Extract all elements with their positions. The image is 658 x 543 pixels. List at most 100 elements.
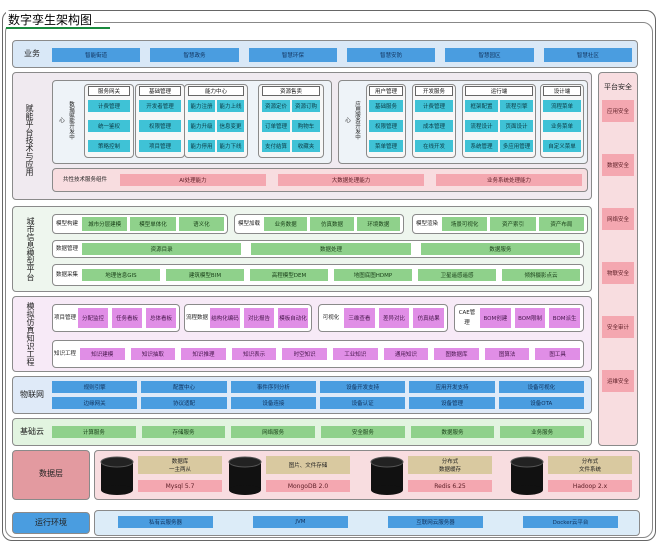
- city-row2-item[interactable]: 数据服务: [420, 243, 580, 255]
- runtime-item[interactable]: Docker云平台: [523, 516, 618, 528]
- group-item[interactable]: 能力升级: [188, 120, 215, 132]
- sim-row1-item[interactable]: 分配监控: [78, 308, 108, 328]
- group-item[interactable]: 权限管理: [369, 120, 403, 132]
- group-item[interactable]: 订单管理: [262, 120, 290, 132]
- sim-row1-item[interactable]: BOM派生: [549, 308, 580, 328]
- sim-row2-item[interactable]: 图数据库: [434, 348, 479, 360]
- sim-row1-item[interactable]: 仿真结果: [413, 308, 444, 328]
- group-item[interactable]: 权限管理: [139, 120, 181, 132]
- group-item[interactable]: 策略控制: [88, 140, 130, 152]
- city-row1-item[interactable]: 场景可视化: [442, 217, 488, 231]
- sim-row1-item[interactable]: BOM创建: [480, 308, 511, 328]
- city-row1-item[interactable]: 资产索引: [490, 217, 536, 231]
- sim-row2-item[interactable]: 图算法: [484, 348, 530, 360]
- sim-row2-item[interactable]: 工业知识: [333, 348, 378, 360]
- city-row3-item[interactable]: 倾斜摄影点云: [502, 269, 580, 281]
- runtime-item[interactable]: 互联网云服务器: [388, 516, 483, 528]
- common-item[interactable]: AI处理能力: [120, 174, 266, 186]
- sim-row1-item[interactable]: 模板自动化: [278, 308, 308, 328]
- city-row1-item[interactable]: 模型单体化: [130, 217, 176, 231]
- cloud-item[interactable]: 安全服务: [321, 426, 405, 438]
- group-item[interactable]: 信息变更: [217, 120, 244, 132]
- group-item[interactable]: 项目管理: [139, 140, 181, 152]
- group-item[interactable]: 自定义菜单: [543, 140, 581, 152]
- group-item[interactable]: 在线开发: [415, 140, 453, 152]
- city-row1-item[interactable]: 环境数据: [356, 217, 400, 231]
- cloud-item[interactable]: 数据服务: [410, 426, 495, 438]
- iot-row1-item[interactable]: 事件序列分析: [230, 381, 316, 393]
- group-item[interactable]: 资源订购: [292, 100, 320, 112]
- sim-row2-item[interactable]: 知识表示: [231, 348, 277, 360]
- group-item[interactable]: 框架配置: [465, 100, 498, 112]
- city-row3-item[interactable]: 高程模型DEM: [250, 269, 328, 281]
- city-row3-item[interactable]: 地理信息GIS: [82, 269, 160, 281]
- business-item[interactable]: 智慧政务: [150, 48, 239, 62]
- group-item[interactable]: 支付结算: [262, 140, 290, 152]
- group-item[interactable]: 页面设计: [500, 120, 533, 132]
- sim-row1-item[interactable]: 任务看板: [112, 308, 142, 328]
- iot-row1-item[interactable]: 配置中心: [141, 381, 227, 393]
- group-item[interactable]: 流程设计: [465, 120, 498, 132]
- sim-row2-item[interactable]: 知识抽取: [130, 348, 176, 360]
- group-item[interactable]: 流程菜单: [543, 100, 581, 112]
- iot-row2-item[interactable]: 设备认证: [320, 397, 406, 409]
- datalayer-name[interactable]: MongoDB 2.0: [266, 480, 350, 492]
- group-item[interactable]: 购物车: [292, 120, 320, 132]
- sim-row1-item[interactable]: 结构化编码: [210, 308, 240, 328]
- security-item[interactable]: 网络安全: [602, 208, 634, 230]
- cloud-item[interactable]: 存储服务: [141, 426, 226, 438]
- cloud-item[interactable]: 网络服务: [231, 426, 315, 438]
- sim-row1-item[interactable]: 对比报告: [244, 308, 274, 328]
- group-item[interactable]: 能力注册: [188, 100, 215, 112]
- datalayer-name[interactable]: Mysql 5.7: [138, 480, 222, 492]
- datalayer-name[interactable]: Hadoop 2.x: [548, 480, 632, 492]
- group-item[interactable]: 统一鉴权: [88, 120, 130, 132]
- group-item[interactable]: 收藏夹: [292, 140, 320, 152]
- group-item[interactable]: 计费管理: [88, 100, 130, 112]
- business-item[interactable]: 智慧社区: [543, 48, 632, 62]
- cloud-item[interactable]: 计算服务: [52, 426, 136, 438]
- sim-row1-item[interactable]: 总体看板: [146, 308, 176, 328]
- iot-row2-item[interactable]: 设备连接: [230, 397, 316, 409]
- iot-row1-item[interactable]: 设备可视化: [498, 381, 584, 393]
- group-item[interactable]: 菜单管理: [369, 140, 403, 152]
- sim-row2-item[interactable]: 通用知识: [383, 348, 429, 360]
- sim-row2-item[interactable]: 时空知识: [282, 348, 327, 360]
- security-item[interactable]: 应用安全: [602, 100, 634, 122]
- security-item[interactable]: 安全审计: [602, 316, 634, 338]
- city-row1-item[interactable]: 语义化: [178, 217, 224, 231]
- sim-row2-item[interactable]: 知识推理: [181, 348, 226, 360]
- business-item[interactable]: 智慧园区: [445, 48, 534, 62]
- city-row3-item[interactable]: 建筑模型BIM: [166, 269, 244, 281]
- business-item[interactable]: 智能街道: [52, 48, 141, 62]
- group-item[interactable]: 系统管理: [465, 140, 498, 152]
- iot-row2-item[interactable]: 边缘网关: [52, 397, 138, 409]
- common-item[interactable]: 业务系统处理能力: [436, 174, 582, 186]
- security-item[interactable]: 物联安全: [602, 262, 634, 284]
- group-item[interactable]: 流程引擎: [500, 100, 533, 112]
- iot-row1-item[interactable]: 设备开发支持: [320, 381, 406, 393]
- iot-row1-item[interactable]: 规则引擎: [52, 381, 138, 393]
- sim-row2-item[interactable]: 图工具: [535, 348, 580, 360]
- city-row3-item[interactable]: 卫星遥感遥感: [418, 269, 496, 281]
- group-item[interactable]: 成本管理: [415, 120, 453, 132]
- group-item[interactable]: 多应用管理: [500, 140, 533, 152]
- datalayer-name[interactable]: Redis 6.25: [408, 480, 492, 492]
- iot-row2-item[interactable]: 设备管理: [409, 397, 495, 409]
- runtime-item[interactable]: 私有云服务器: [118, 516, 213, 528]
- group-item[interactable]: 资源定价: [262, 100, 290, 112]
- city-row1-item[interactable]: 业务数据: [264, 217, 308, 231]
- sim-row1-item[interactable]: 三维查看: [344, 308, 375, 328]
- city-row2-item[interactable]: 资源目录: [82, 243, 242, 255]
- cloud-item[interactable]: 业务服务: [500, 426, 584, 438]
- group-item[interactable]: 计费管理: [415, 100, 453, 112]
- runtime-item[interactable]: JVM: [253, 516, 348, 528]
- group-item[interactable]: 基础服务: [369, 100, 403, 112]
- security-item[interactable]: 数据安全: [602, 154, 634, 176]
- common-item[interactable]: 大数据处理能力: [278, 174, 424, 186]
- business-item[interactable]: 智慧环保: [248, 48, 337, 62]
- sim-row1-item[interactable]: 差异对比: [378, 308, 410, 328]
- group-item[interactable]: 能力下线: [217, 140, 244, 152]
- city-row2-item[interactable]: 数据处理: [251, 243, 411, 255]
- sim-row2-item[interactable]: 知识建模: [80, 348, 125, 360]
